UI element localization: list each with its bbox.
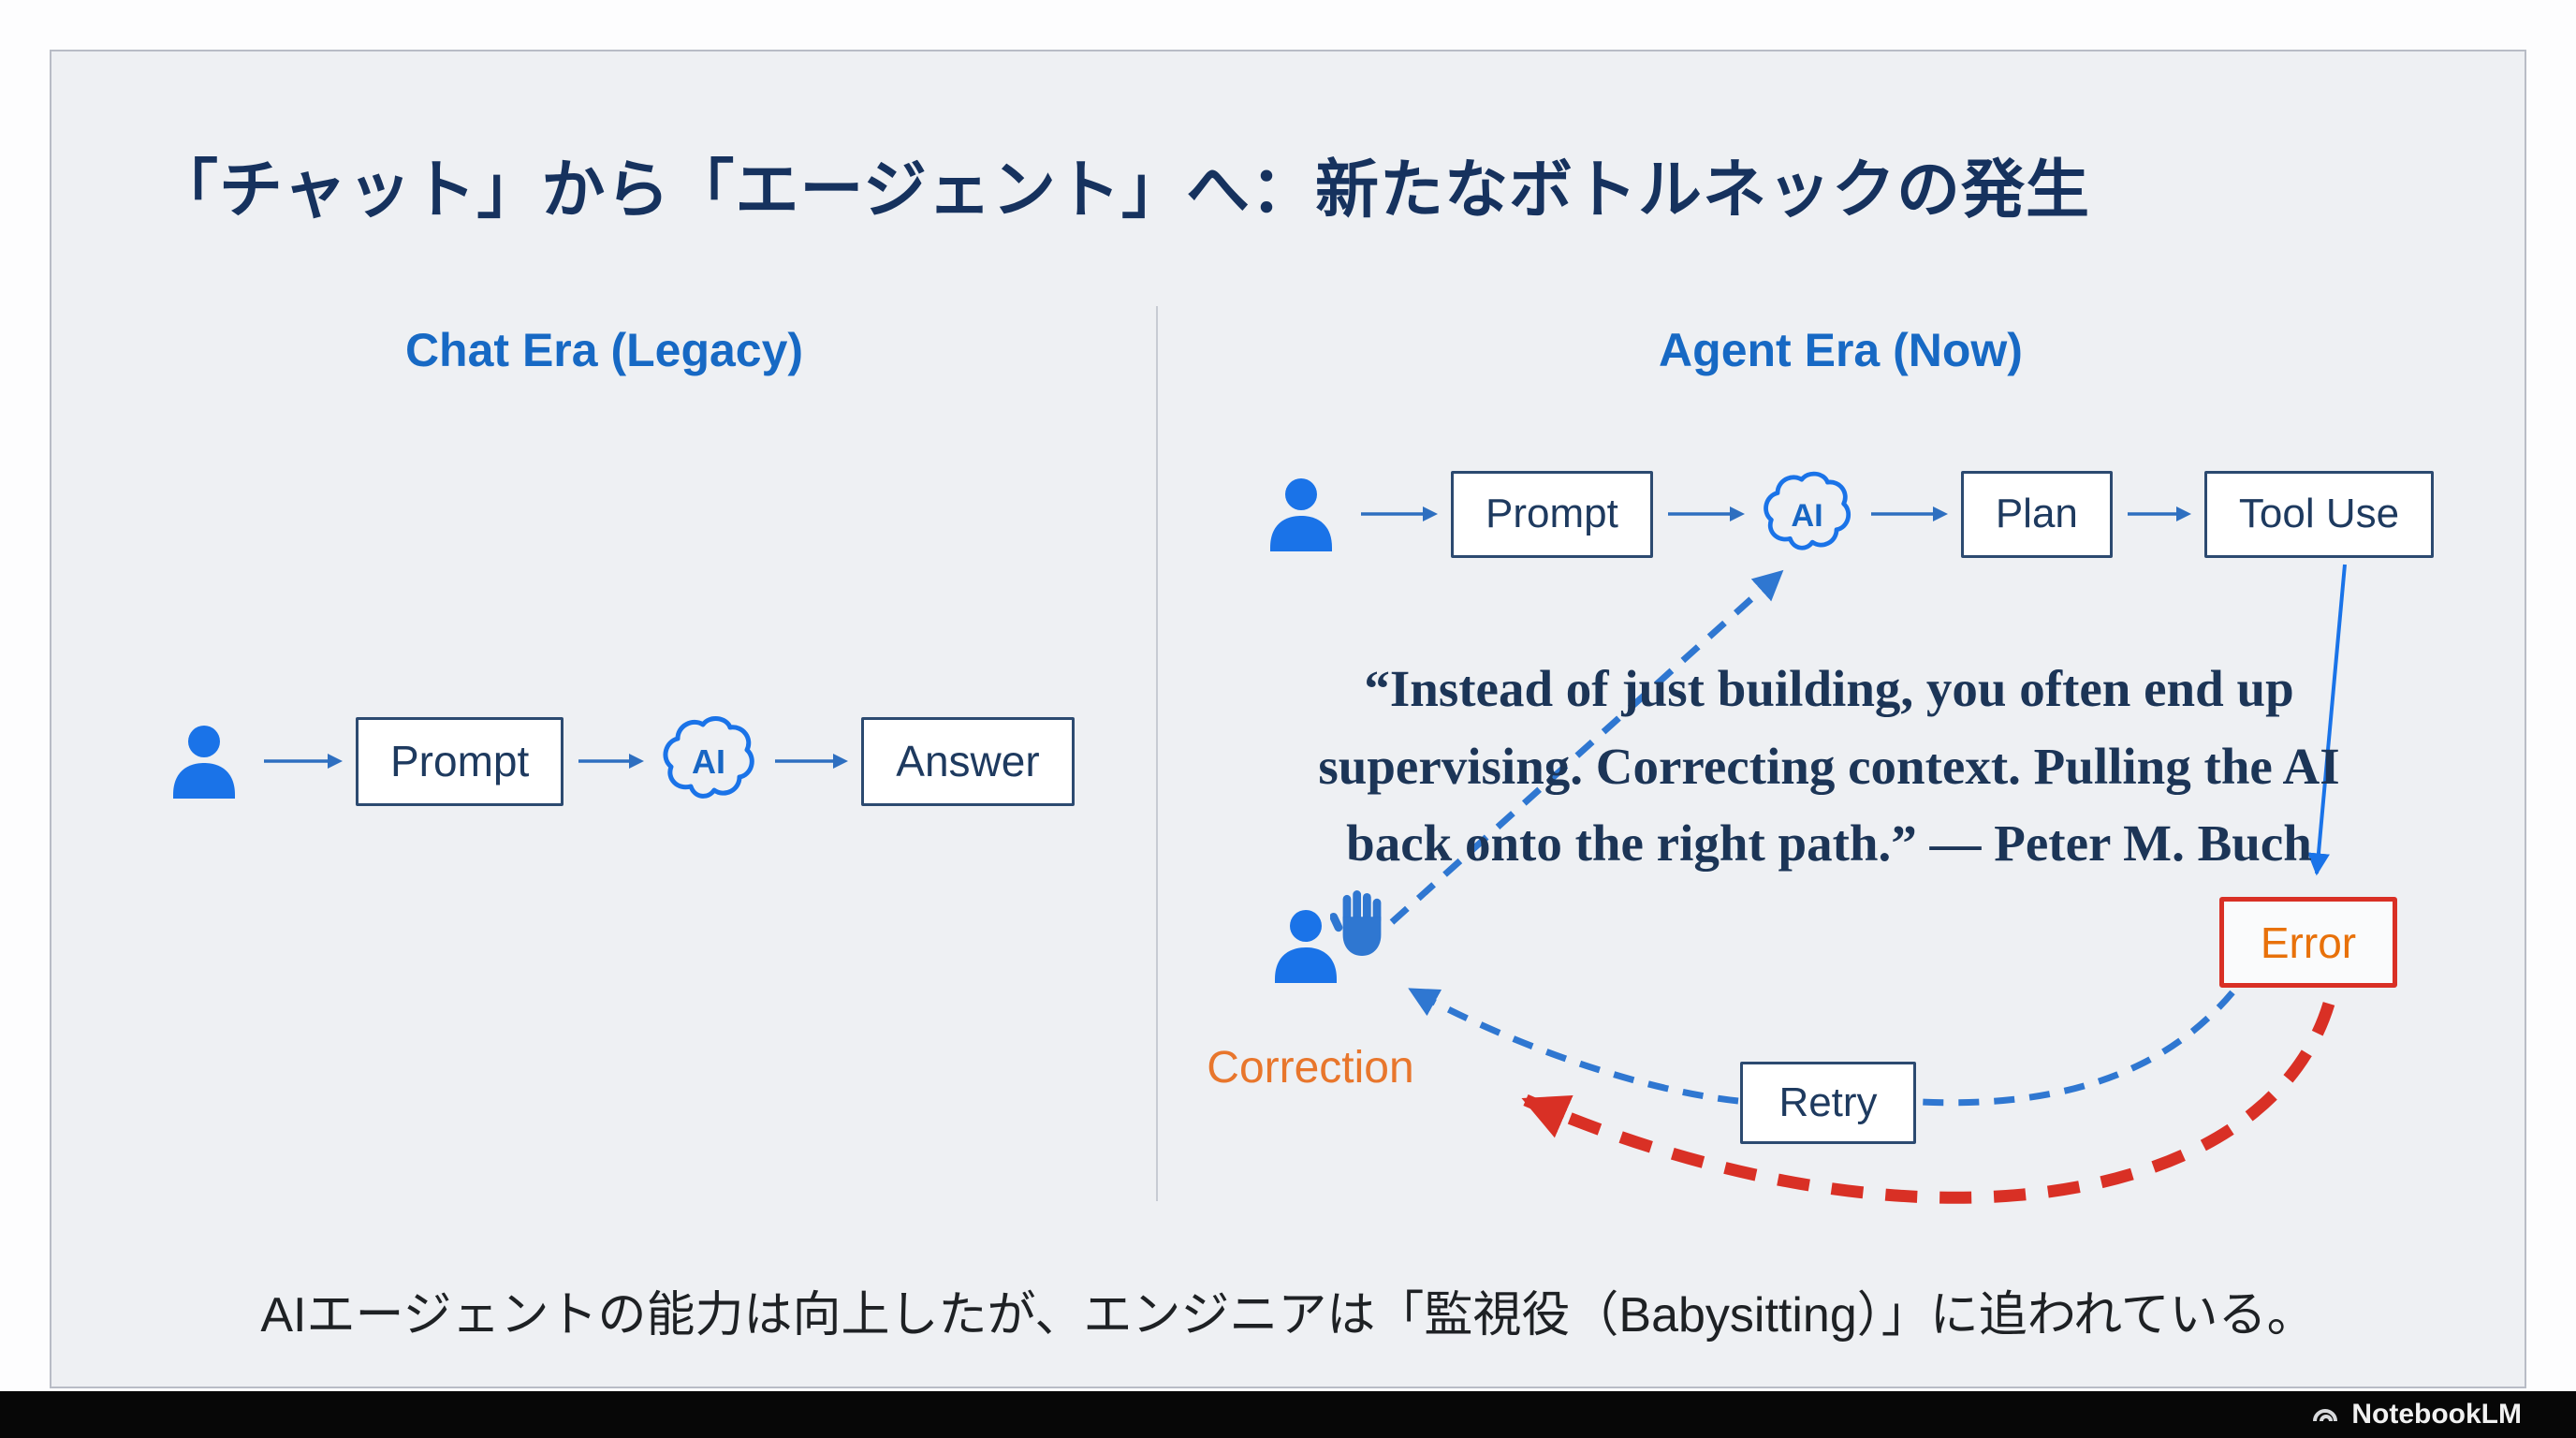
left-column-heading: Chat Era (Legacy) [404,324,804,376]
slide-panel: 「チャット」から「エージェント」へ：新たなボトルネックの発生 C [50,50,2526,1388]
prompt-node: Prompt [1451,470,1653,558]
brand-label: NotebookLM [2351,1399,2522,1430]
right-column-heading: Agent Era (Now) [1659,324,2023,376]
arrow-right-icon [1361,506,1438,521]
chat-era-flow: Prompt AI Answer [159,710,1075,813]
error-node: Error [2219,897,2397,988]
correction-label: Correction [1207,1043,1414,1093]
arrow-right-icon [775,754,849,769]
arrow-right-icon [2127,506,2191,521]
footer-note: AIエージェントの能力は向上したが、エンジニアは「監視役（Babysitting… [260,1288,2316,1343]
ai-brain-icon: AI [663,716,755,799]
ai-label: AI [692,742,725,781]
answer-node: Answer [861,716,1075,806]
agent-era-flow: Prompt AI Plan Tool Use [1256,462,2435,565]
ai-brain-icon: AI [1764,471,1851,550]
retry-to-user-arrow [1408,986,1739,1105]
ai-label: AI [1791,497,1822,533]
retry-node: Retry [1740,1062,1916,1144]
arrow-right-icon [1667,506,1745,521]
error-to-retry-arrow [1919,990,2235,1107]
column-divider [1156,306,1158,1201]
prompt-node: Prompt [356,716,564,806]
page-title: 「チャット」から「エージェント」へ：新たなボトルネックの発生 [154,154,2090,226]
brand-bar: NotebookLM [0,1391,2576,1438]
notebooklm-logo-icon [2310,1400,2340,1430]
user-icon [1270,478,1332,551]
error-to-correction-arrow [1521,1002,2335,1204]
arrow-right-icon [1870,506,1948,521]
plan-node: Plan [1960,470,2113,558]
quote-text: “Instead of just building, you often end… [1318,660,2340,872]
tool-use-node: Tool Use [2203,470,2435,558]
arrow-right-icon [578,754,645,769]
raised-hand-icon [1330,890,1382,956]
arrow-right-icon [264,754,343,769]
correction-user-icon [1275,910,1337,983]
user-icon [173,726,235,799]
